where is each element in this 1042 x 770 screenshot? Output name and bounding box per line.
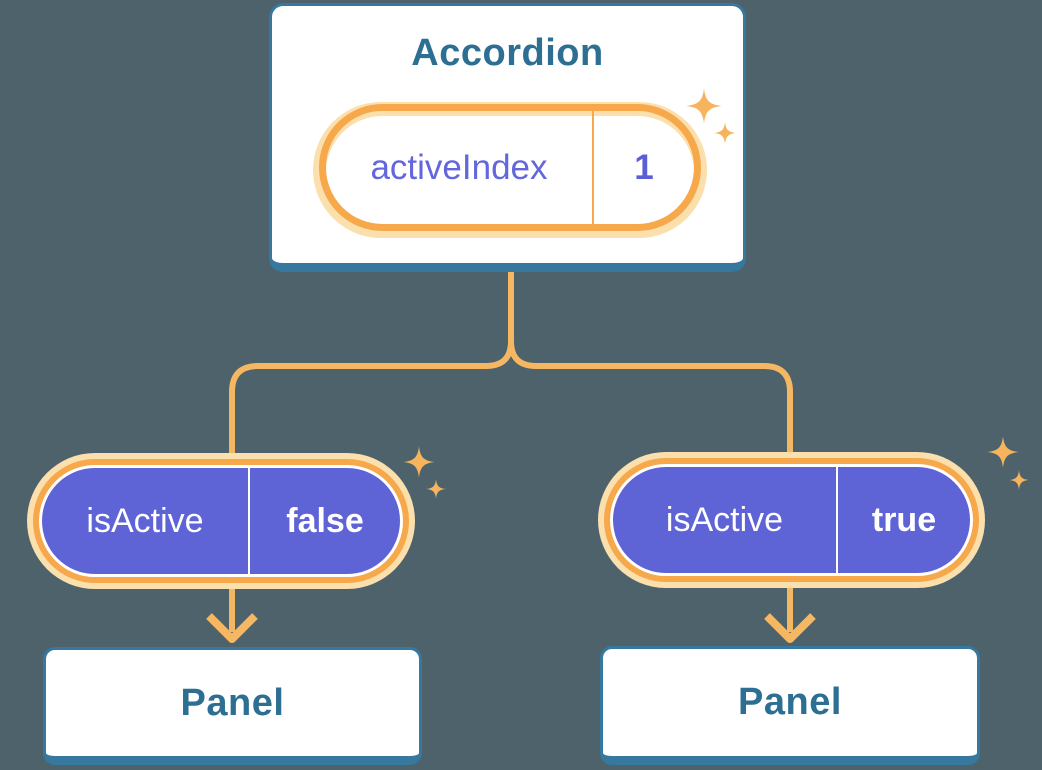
prop-pill-isactive-true: isActive true — [598, 452, 985, 588]
prop-pill-isactive-false: isActive false — [27, 453, 415, 589]
connector-right-branch — [508, 272, 793, 632]
panel-card-right: Panel — [600, 646, 980, 765]
state-pill: activeIndex 1 — [313, 102, 707, 238]
arrowhead-down-right-icon — [764, 613, 816, 643]
arrowhead-down-left-icon — [206, 613, 258, 643]
state-pill-divider — [592, 111, 594, 224]
state-pill-label: activeIndex — [370, 147, 548, 187]
panel-card-left: Panel — [43, 647, 422, 765]
prop-pill-divider — [836, 467, 838, 573]
prop-pill-value: false — [286, 501, 364, 540]
state-pill-value: 1 — [634, 147, 654, 187]
panel-title: Panel — [180, 681, 285, 724]
prop-pill-label: isActive — [86, 501, 204, 540]
panel-title: Panel — [738, 681, 842, 723]
prop-pill-divider — [248, 468, 250, 574]
accordion-title: Accordion — [411, 32, 604, 74]
prop-pill-value: true — [871, 500, 937, 539]
prop-pill-label: isActive — [665, 500, 784, 539]
